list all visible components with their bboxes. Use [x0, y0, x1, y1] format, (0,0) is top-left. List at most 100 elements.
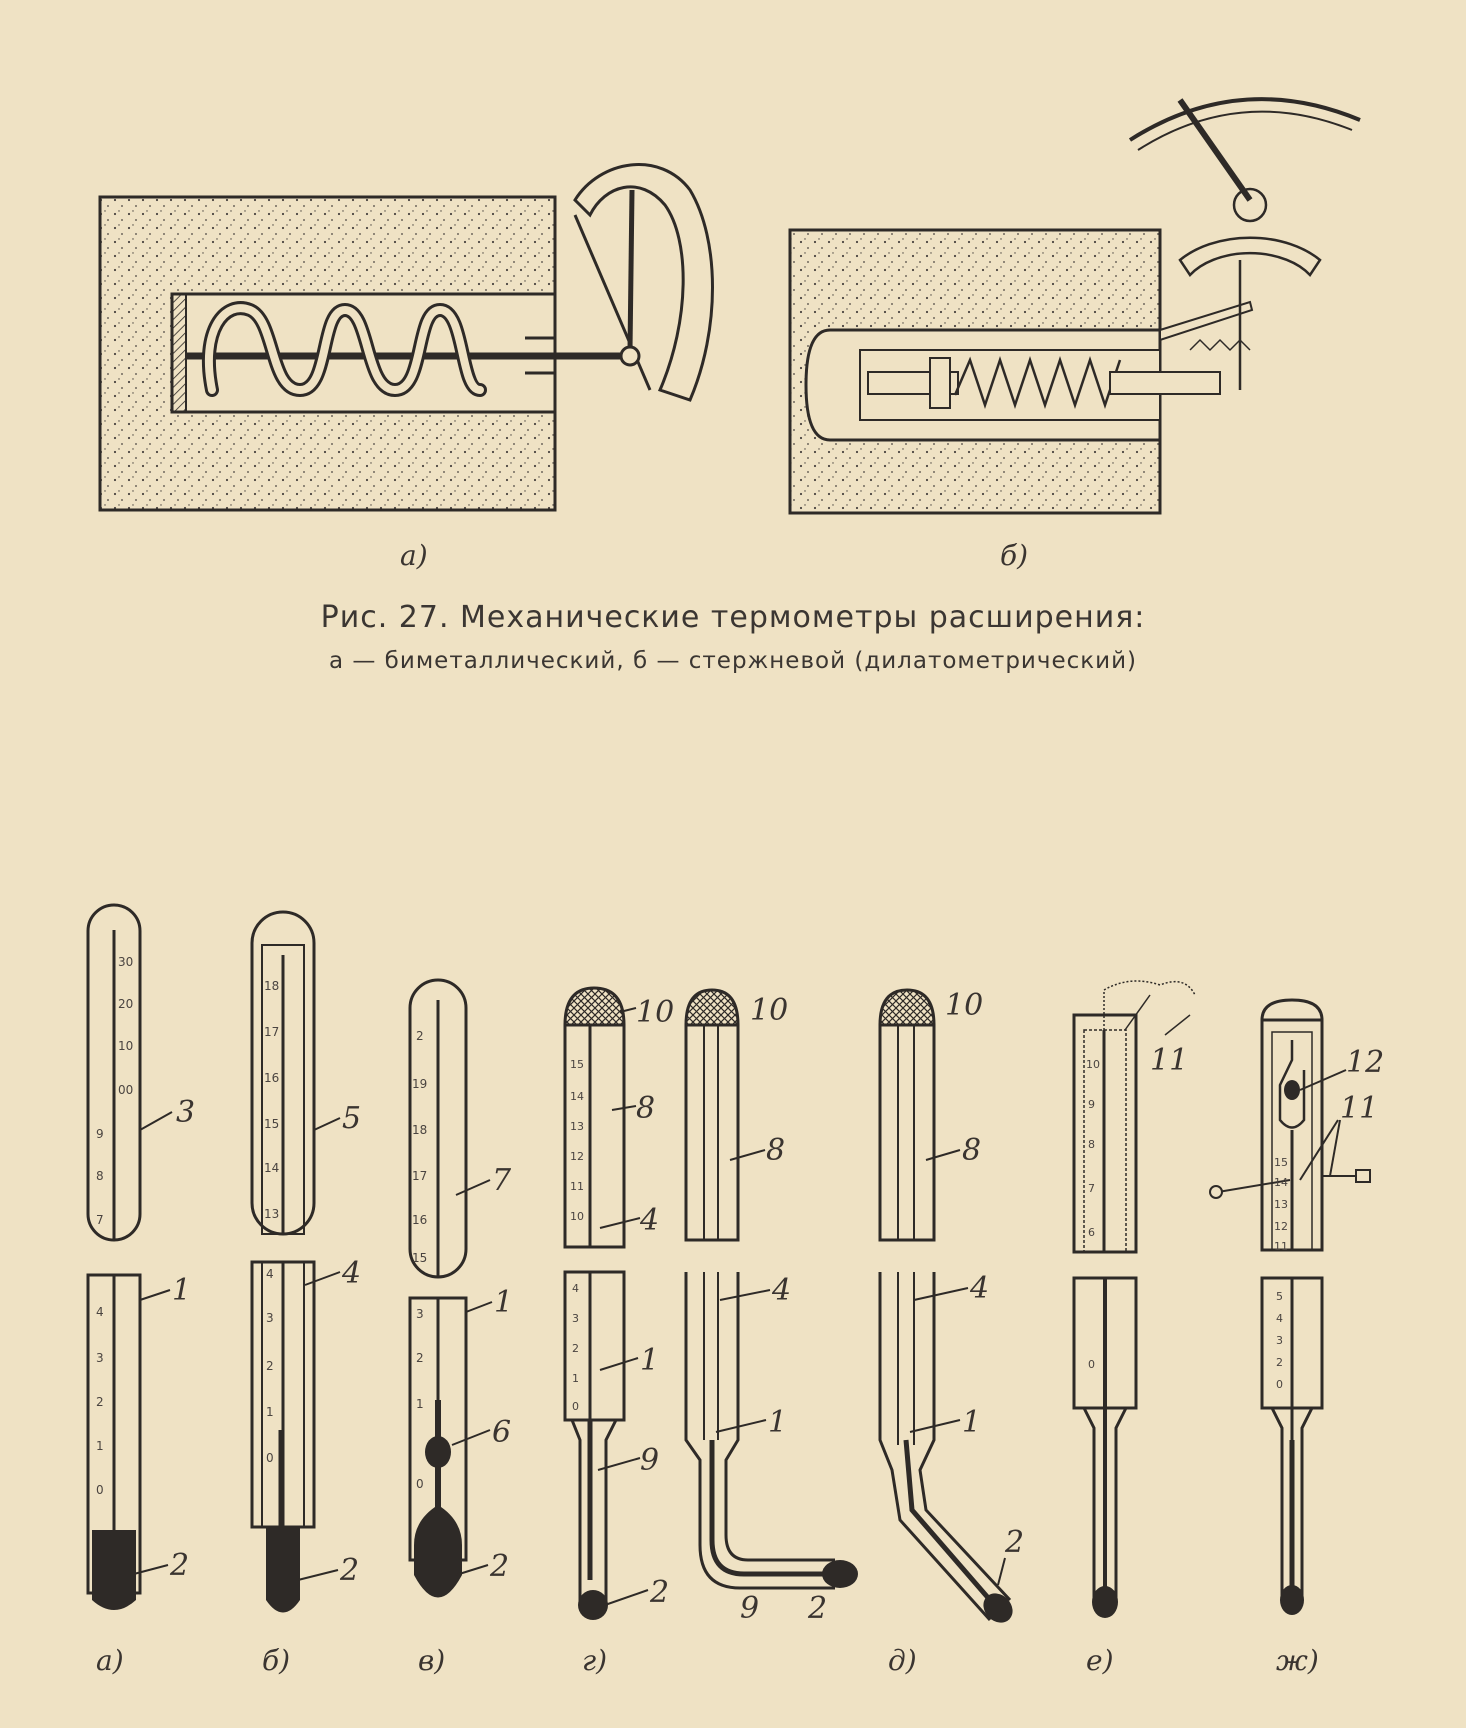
scale-b-bot-0: 4 — [266, 1267, 274, 1281]
scale-zh-bot-1: 4 — [1276, 1312, 1283, 1325]
callout-d-4: 4 — [969, 1271, 989, 1306]
fig27-label-a: а) — [400, 539, 428, 572]
scale-a-top-2: 10 — [118, 1039, 133, 1053]
scale-v-bot-0: 3 — [416, 1307, 424, 1321]
scale-g-bot-2: 2 — [572, 1342, 579, 1355]
scale-e-top-2: 8 — [1088, 1138, 1095, 1151]
scale-v-top-0: 2 — [416, 1029, 424, 1043]
callout-g-10: 10 — [636, 995, 674, 1030]
scale-e-top-3: 7 — [1088, 1182, 1095, 1195]
scale-zh-top-2: 13 — [1274, 1198, 1288, 1211]
scale-v-bot-2: 1 — [416, 1397, 424, 1411]
callout-b-5: 5 — [342, 1101, 361, 1136]
scale-b-bot-1: 3 — [266, 1311, 274, 1325]
scale-a-bot-0: 4 — [96, 1305, 104, 1319]
callout-g2-4: 4 — [771, 1273, 791, 1308]
scale-zh-bot-4: 0 — [1276, 1378, 1283, 1391]
thermometer-v: 2 19 18 17 16 15 3 2 1 0 7 1 6 2 — [408, 978, 513, 1598]
thermometer-zh: 15 14 13 12 11 5 4 3 2 0 12 11 — [1209, 998, 1384, 1615]
scale-b-top-0: 18 — [264, 979, 279, 993]
callout-g-1: 1 — [640, 1343, 659, 1378]
callout-d-1: 1 — [962, 1405, 981, 1440]
scale-e-top-0: 10 — [1086, 1058, 1100, 1071]
callout-g-8: 8 — [636, 1091, 655, 1126]
scale-b-top-3: 15 — [264, 1117, 279, 1131]
rod-dilatometric-thermometer-diagram — [788, 97, 1361, 515]
callout-g-9: 9 — [640, 1443, 659, 1478]
scale-g-bot-1: 3 — [572, 1312, 579, 1325]
scale-g-bot-0: 4 — [572, 1282, 579, 1295]
callout-e-11: 11 — [1150, 1043, 1188, 1078]
thermometer-b: 18 17 16 15 14 13 4 3 2 1 0 5 4 2 — [250, 910, 361, 1613]
callout-a-3: 3 — [176, 1095, 195, 1130]
scale-a-bot-4: 0 — [96, 1483, 104, 1497]
scale-a-bot-3: 1 — [96, 1439, 104, 1453]
figure-caption-title: Рис. 27. Механические термометры расшире… — [320, 600, 1146, 635]
fig28-label-d: д) — [888, 1644, 917, 1677]
scale-zh-top-1: 14 — [1274, 1176, 1288, 1189]
fig28-label-a: а) — [96, 1644, 124, 1677]
callout-v-7: 7 — [492, 1163, 512, 1198]
scale-v-top-5: 15 — [412, 1251, 427, 1265]
callout-a-1: 1 — [172, 1273, 191, 1308]
scale-a-top-5: 8 — [96, 1169, 104, 1183]
callout-g-4: 4 — [639, 1203, 659, 1238]
scale-b-bot-3: 1 — [266, 1405, 274, 1419]
fig28-label-e: е) — [1086, 1644, 1114, 1677]
thermometer-e: 10 9 8 7 6 0 11 — [1072, 980, 1196, 1618]
callout-g2-1: 1 — [768, 1405, 787, 1440]
scale-g-top-0: 15 — [570, 1058, 584, 1071]
fig28-panel-labels: а) б) в) г) д) е) ж) — [96, 1644, 1319, 1677]
fig28-label-zh: ж) — [1276, 1644, 1319, 1677]
callout-v-1: 1 — [494, 1285, 513, 1320]
scale-zh-top-4: 11 — [1274, 1240, 1288, 1253]
scale-a-top-1: 20 — [118, 997, 133, 1011]
callout-g-2: 2 — [649, 1575, 669, 1610]
scale-g-top-1: 14 — [570, 1090, 584, 1103]
callout-v-2: 2 — [489, 1549, 509, 1584]
scale-zh-bot-0: 5 — [1276, 1290, 1283, 1303]
scale-b-top-5: 13 — [264, 1207, 279, 1221]
callout-d-10: 10 — [945, 988, 983, 1023]
callout-g2-9: 9 — [740, 1591, 759, 1626]
scale-v-top-2: 18 — [412, 1123, 427, 1137]
scale-b-top-1: 17 — [264, 1025, 279, 1039]
scale-zh-bot-3: 2 — [1276, 1356, 1283, 1369]
scale-v-top-3: 17 — [412, 1169, 427, 1183]
scale-e-bot-0: 0 — [1088, 1358, 1095, 1371]
scale-e-top-4: 6 — [1088, 1226, 1095, 1239]
thermometer-g-angled: 10 8 4 1 9 2 — [684, 988, 858, 1626]
scale-v-bot-3: 0 — [416, 1477, 424, 1491]
callout-g2-2: 2 — [807, 1591, 827, 1626]
scale-g-bot-4: 0 — [572, 1400, 579, 1413]
scale-g-top-5: 10 — [570, 1210, 584, 1223]
fig28-label-g: г) — [582, 1644, 607, 1677]
scale-g-bot-3: 1 — [572, 1372, 579, 1385]
scale-a-bot-1: 3 — [96, 1351, 104, 1365]
figure-caption-subtitle: а — биметаллический, б — стержневой (дил… — [328, 648, 1138, 674]
thermometer-g: 15 14 13 12 11 10 4 3 2 1 0 10 8 4 1 9 2 — [563, 986, 674, 1620]
scale-b-top-4: 14 — [264, 1161, 279, 1175]
scale-g-top-4: 11 — [570, 1180, 584, 1193]
thermometer-d: 10 8 4 1 2 — [878, 988, 1024, 1623]
scale-g-top-3: 12 — [570, 1150, 584, 1163]
scale-v-top-1: 19 — [412, 1077, 427, 1091]
scale-zh-top-3: 12 — [1274, 1220, 1288, 1233]
scale-a-top-4: 9 — [96, 1127, 104, 1141]
callout-zh-11: 11 — [1340, 1091, 1378, 1126]
scale-b-top-2: 16 — [264, 1071, 279, 1085]
fig28-label-b: б) — [262, 1644, 290, 1677]
scale-zh-top-0: 15 — [1274, 1156, 1288, 1169]
bimetallic-thermometer-diagram — [98, 163, 714, 512]
callout-v-6: 6 — [492, 1415, 511, 1450]
scale-b-bot-2: 2 — [266, 1359, 274, 1373]
scale-v-bot-1: 2 — [416, 1351, 424, 1365]
scale-a-bot-2: 2 — [96, 1395, 104, 1409]
thermometer-a: 30 20 10 00 9 8 7 4 3 2 1 0 3 1 2 — [86, 903, 195, 1610]
scale-b-bot-4: 0 — [266, 1451, 274, 1465]
scale-a-top-0: 30 — [118, 955, 133, 969]
callout-d-2: 2 — [1004, 1525, 1024, 1560]
scale-a-top-3: 00 — [118, 1083, 133, 1097]
callout-g2-10: 10 — [750, 993, 788, 1028]
